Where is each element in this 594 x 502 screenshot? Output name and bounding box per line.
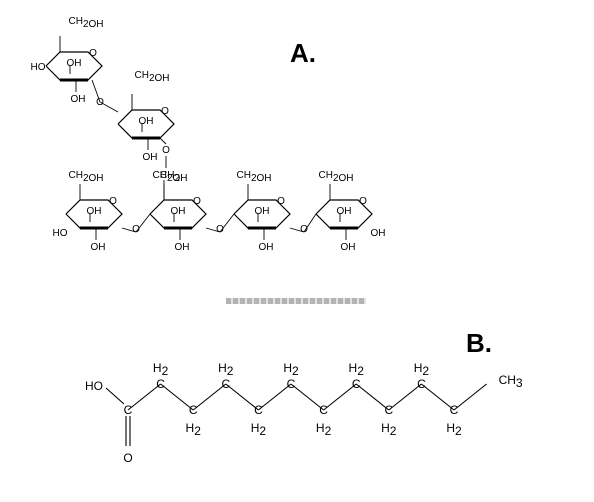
branch-link-bond — [159, 137, 167, 145]
ring-oh-lower-label: OH — [71, 94, 86, 105]
cropped-caption-remnant — [226, 298, 366, 304]
ring-oxygen: O — [109, 196, 117, 207]
chain-h2-label: H2 — [349, 361, 365, 378]
chain-h2-label: H2 — [381, 421, 397, 438]
c-oh-bond — [105, 387, 125, 405]
glucose-ring-main-1: O OH OH — [65, 184, 123, 253]
glycosidic-oxygen: O — [132, 224, 140, 235]
carbon-carbon-bond — [355, 383, 390, 411]
ring-oh-label: OH — [255, 206, 270, 217]
ring-oh-lower-label: OH — [259, 242, 274, 253]
carbon-carbon-bond — [127, 383, 161, 411]
ring-oxygen: O — [193, 196, 201, 207]
carbon-carbon-bond — [192, 383, 227, 411]
branch-ch2-label: CH2 — [160, 170, 180, 184]
carboxyl-oxygen-label: O — [123, 451, 132, 465]
carboxyl-carbon-label: C — [124, 403, 133, 417]
carboxyl-ho-label: HO — [85, 379, 103, 393]
glycosidic-bond — [289, 213, 317, 233]
chain-h2-label: H2 — [283, 361, 299, 378]
carbon-carbon-bond — [160, 383, 194, 411]
chain-h2-label: H2 — [316, 421, 332, 438]
terminal-oh-label: OH — [371, 228, 386, 239]
glucose-ring-branch-1: O OH OH — [117, 94, 175, 163]
glucose-ring-main-4: O OH OH — [315, 184, 373, 253]
chain-carbon-label: C — [254, 403, 263, 417]
terminal-ho-label: HO — [53, 228, 68, 239]
carbon-carbon-bond — [421, 383, 455, 411]
ring-oxygen: O — [359, 196, 367, 207]
chain-carbon-label: C — [287, 377, 296, 391]
ring-oh-lower-label: OH — [143, 152, 158, 163]
ring-oh-lower-label: OH — [341, 242, 356, 253]
glycosidic-oxygen: O — [300, 224, 308, 235]
carbon-carbon-bond — [388, 383, 422, 411]
chain-carbon-label: C — [319, 403, 328, 417]
glucose-ring-branch-2: O OH OH — [45, 36, 103, 105]
ring-oh-lower-label: OH — [175, 242, 190, 253]
glycosidic-bond — [121, 213, 151, 233]
carbon-carbon-bond — [453, 383, 487, 411]
ch2oh-label: CH2OH — [68, 16, 103, 30]
glycosidic-oxygen: O — [216, 224, 224, 235]
glycosidic-bond — [205, 213, 235, 233]
ring-oxygen: O — [161, 106, 169, 117]
panel-label-a: A. — [290, 38, 316, 68]
chain-h2-label: H2 — [251, 421, 267, 438]
ch2oh-label: CH2OH — [152, 170, 187, 184]
chain-h2-label: H2 — [153, 361, 169, 378]
ch2oh-label: CH2OH — [318, 170, 353, 184]
ch2oh-label: CH2OH — [236, 170, 271, 184]
chain-h2-label: H2 — [414, 361, 430, 378]
terminal-ch3-label: CH3 — [499, 373, 523, 390]
chain-carbon-label: C — [189, 403, 198, 417]
chain-h2-label: H2 — [218, 361, 234, 378]
ring-oh-lower-label: OH — [91, 242, 106, 253]
carbon-carbon-bond — [258, 383, 292, 411]
branch-glycosidic-oxygen: O — [96, 97, 104, 108]
branch-oxygen: O — [162, 145, 170, 156]
ring-oxygen: O — [277, 196, 285, 207]
ch2oh-label: CH2OH — [68, 170, 103, 184]
chain-carbon-label: C — [384, 403, 393, 417]
ring-oh-label: OH — [171, 206, 186, 217]
ch2oh-label: CH2OH — [134, 70, 169, 84]
ring-oh-label: OH — [337, 206, 352, 217]
chain-carbon-label: C — [352, 377, 361, 391]
chain-carbon-label: C — [417, 377, 426, 391]
ring-oh-label: OH — [87, 206, 102, 217]
branch-glycosidic-bond — [91, 79, 119, 113]
chain-h2-label: H2 — [446, 421, 462, 438]
branch-ho-label: HO — [31, 62, 46, 73]
ring-oh-label: OH — [67, 58, 82, 69]
glucose-ring-main-2: O OH OH — [149, 184, 207, 253]
ring-oxygen: O — [89, 48, 97, 59]
carbon-carbon-bond — [290, 383, 324, 411]
chain-carbon-label: C — [156, 377, 165, 391]
chain-carbon-label: C — [221, 377, 230, 391]
chain-h2-label: H2 — [186, 421, 202, 438]
glucose-ring-main-3: O OH OH — [233, 184, 291, 253]
ring-oh-label: OH — [139, 116, 154, 127]
chain-carbon-label: C — [450, 403, 459, 417]
carbon-carbon-bond — [225, 383, 259, 411]
carbon-carbon-bond — [323, 383, 357, 411]
panel-label-b: B. — [466, 328, 492, 358]
